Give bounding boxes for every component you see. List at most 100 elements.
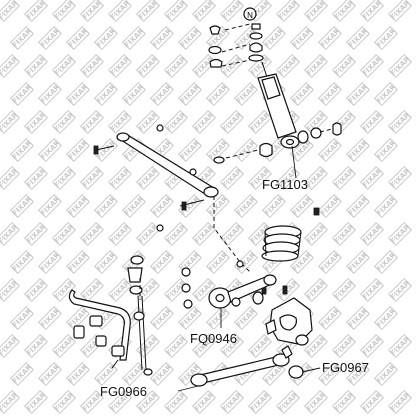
- watermark-tile: FIXAR: [317, 305, 343, 331]
- watermark-tile: FIXAR: [23, 0, 49, 23]
- watermark-tile: FIXAR: [51, 109, 77, 135]
- watermark-tile: FIXAR: [205, 305, 231, 331]
- svg-text:FIXAR: FIXAR: [0, 391, 20, 414]
- watermark-tile: FIXAR: [191, 221, 217, 247]
- watermark-tile: FIXAR: [0, 0, 21, 23]
- watermark-tile: FIXAR: [289, 25, 315, 51]
- watermark-tile: FIXAR: [317, 137, 343, 163]
- watermark-tile: FIXAR: [0, 277, 21, 303]
- watermark-tile: FIXAR: [219, 109, 245, 135]
- watermark-tile: FIXAR: [79, 53, 105, 79]
- alignment-leader: [213, 196, 251, 273]
- watermark-tile: FIXAR: [373, 305, 399, 331]
- watermark-tile: FIXAR: [345, 25, 371, 51]
- watermark-tile: FIXAR: [79, 0, 105, 23]
- watermark-tile: FIXAR: [387, 165, 413, 191]
- svg-text:FIXAR: FIXAR: [0, 335, 20, 358]
- watermark-tile: FIXAR: [9, 81, 35, 107]
- watermark-tile: FIXAR: [359, 333, 385, 359]
- watermark-tile: FIXAR: [345, 137, 371, 163]
- watermark-tile: FIXAR: [121, 81, 147, 107]
- watermark-tile: FIXAR: [135, 53, 161, 79]
- watermark-tile: FIXAR: [275, 53, 301, 79]
- svg-text:FIXAR: FIXAR: [0, 111, 20, 134]
- svg-text:FIXAR: FIXAR: [0, 0, 20, 22]
- watermark-tile: FIXAR: [331, 389, 357, 415]
- shock-absorber-assembly: N: [208, 7, 342, 164]
- watermark-tile: FIXAR: [275, 389, 301, 415]
- watermark-tile: FIXAR: [65, 137, 91, 163]
- lower-control-arm: [190, 345, 304, 387]
- watermark-tile: FIXAR: [191, 0, 217, 23]
- watermark-tile: FIXAR: [177, 25, 203, 51]
- watermark-tile: FIXAR: [107, 165, 133, 191]
- reference-marker: [243, 7, 257, 21]
- watermark-tile: FIXAR: [51, 389, 77, 415]
- watermark-tile: FIXAR: [387, 109, 413, 135]
- watermark-tile: FIXAR: [303, 277, 329, 303]
- watermark-tile: FIXAR: [37, 193, 63, 219]
- svg-text:FIXAR: FIXAR: [0, 55, 20, 78]
- watermark-tile: FIXAR: [0, 165, 21, 191]
- svg-text:FIXAR: FIXAR: [0, 223, 20, 246]
- watermark-tile: FIXAR: [331, 165, 357, 191]
- watermark-tile: FIXAR: [205, 81, 231, 107]
- watermark-tile: FIXAR: [93, 249, 119, 275]
- watermark-tile: FIXAR: [37, 305, 63, 331]
- watermark-tile: FIXAR: [345, 193, 371, 219]
- watermark-tile: FIXAR: [233, 81, 259, 107]
- watermark-tile: FIXAR: [163, 389, 189, 415]
- stabilizer-bar: [68, 255, 153, 376]
- axle-carrier: [265, 297, 313, 346]
- watermark-tile: FIXAR: [177, 81, 203, 107]
- watermark-tile: FIXAR: [275, 277, 301, 303]
- watermark-tile: FIXAR: [149, 25, 175, 51]
- watermark-tile: FIXAR: [275, 0, 301, 23]
- watermark-tile: FIXAR: [37, 81, 63, 107]
- callout-upper-arm-bushing: FQ0946: [190, 331, 237, 346]
- watermark-tile: FIXAR: [289, 193, 315, 219]
- watermark-tile: FIXAR: [191, 109, 217, 135]
- watermark-tile: FIXAR: [135, 109, 161, 135]
- watermark-tile: FIXAR: [23, 165, 49, 191]
- watermark-tile: FIXAR: [387, 221, 413, 247]
- watermark-tile: FIXAR: [387, 53, 413, 79]
- watermark-tile: FIXAR: [9, 25, 35, 51]
- watermark-tile: FIXAR: [93, 193, 119, 219]
- hardware-fasteners: [156, 224, 288, 309]
- watermark-tile: FIXAR: [135, 0, 161, 23]
- watermark-tile: FIXAR: [107, 53, 133, 79]
- watermark-tile: FIXAR: [303, 0, 329, 23]
- watermark-tile: FIXAR: [79, 277, 105, 303]
- watermark-tile: FIXAR: [373, 193, 399, 219]
- watermark-tile: FIXAR: [205, 249, 231, 275]
- watermark-tile: FIXAR: [359, 165, 385, 191]
- watermark-tile: FIXAR: [373, 137, 399, 163]
- watermark-tile: FIXAR: [79, 221, 105, 247]
- watermark-tile: FIXAR: [79, 165, 105, 191]
- watermark-tile: FIXAR: [219, 389, 245, 415]
- watermark-tile: FIXAR: [107, 277, 133, 303]
- watermark-tile: FIXAR: [163, 53, 189, 79]
- watermark-tile: FIXAR: [387, 0, 413, 23]
- watermark-tile: FIXAR: [177, 305, 203, 331]
- watermark-tile: FIXAR: [373, 25, 399, 51]
- watermark-tile: FIXAR: [387, 333, 413, 359]
- watermark-tile: FIXAR: [303, 53, 329, 79]
- watermark-tile: FIXAR: [149, 249, 175, 275]
- watermark-tile: FIXAR: [37, 25, 63, 51]
- watermark-tile: FIXAR: [51, 165, 77, 191]
- svg-text:FIXAR: FIXAR: [0, 167, 20, 190]
- watermark-tile: FIXAR: [37, 249, 63, 275]
- watermark-tile: FIXAR: [359, 221, 385, 247]
- watermark-tile: FIXAR: [261, 25, 287, 51]
- watermark-tile: FIXAR: [93, 361, 119, 387]
- watermark-tile: FIXAR: [247, 389, 273, 415]
- watermark-tile: FIXAR: [107, 0, 133, 23]
- watermark-tile: FIXAR: [9, 193, 35, 219]
- watermark-tile: FIXAR: [387, 277, 413, 303]
- watermark-tile: FIXAR: [373, 249, 399, 275]
- watermark-tile: FIXAR: [121, 193, 147, 219]
